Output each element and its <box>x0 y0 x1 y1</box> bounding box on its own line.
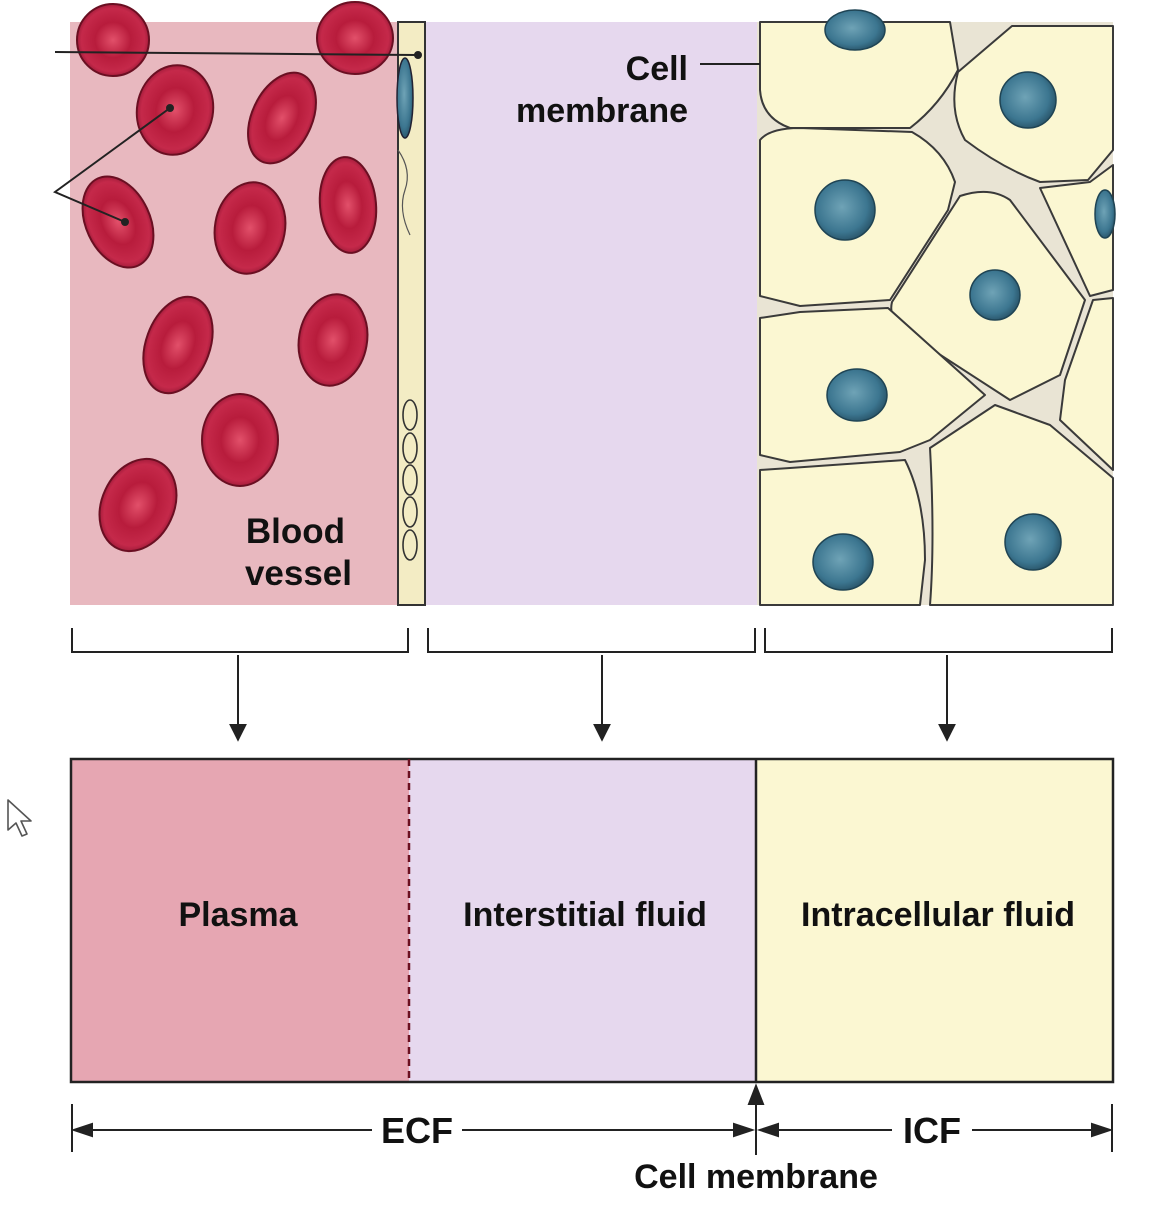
plasma-bracket <box>71 628 409 653</box>
rbc-leader <box>52 107 171 223</box>
tissue-cell <box>929 404 1114 606</box>
red-blood-cell <box>247 71 317 165</box>
red-blood-cell <box>142 295 214 395</box>
tissue-cell <box>759 21 959 129</box>
red-blood-cell <box>135 64 215 156</box>
red-blood-cell <box>316 1 394 75</box>
cell-nucleus <box>969 269 1021 321</box>
fluid-span-arrows <box>70 1083 1114 1155</box>
red-blood-cell <box>81 175 155 269</box>
compartment-brackets <box>71 628 1113 742</box>
blood-vessel-label-line1: Blood <box>246 512 345 551</box>
interstitial-fluid-label: Interstitial fluid <box>463 896 707 934</box>
endothelial-nucleus <box>396 57 414 139</box>
cell-membrane-bottom-label: Cell membrane <box>634 1158 878 1196</box>
red-blood-cell <box>213 181 287 275</box>
red-blood-cells <box>76 1 394 553</box>
red-blood-cell <box>318 156 378 254</box>
cell-membrane-label-line2: membrane <box>516 92 688 130</box>
icf-label: ICF <box>903 1110 961 1151</box>
red-blood-cell <box>201 393 279 487</box>
vessel-wall-leader <box>54 51 419 56</box>
leader-lines <box>52 51 760 226</box>
vessel-wall <box>396 21 426 606</box>
cell-membrane-label-line1: Cell <box>626 50 688 88</box>
cell-nuclei <box>812 9 1116 591</box>
interstitial-space <box>425 22 757 605</box>
red-blood-cell <box>76 3 150 77</box>
cell-nucleus <box>824 9 886 51</box>
cell-nucleus <box>812 533 874 591</box>
red-blood-cell <box>297 293 369 387</box>
tissue-cell <box>1059 297 1114 471</box>
mouse-pointer-icon <box>7 799 32 837</box>
tissue-illustration: Cell membrane Blood vessel <box>52 1 1116 606</box>
plasma-compartment <box>71 759 409 1082</box>
blood-vessel-label-line2: vessel <box>245 554 352 593</box>
tissue-cell <box>759 459 926 606</box>
intracellular-bracket <box>764 628 1113 653</box>
plasma-label: Plasma <box>178 896 298 934</box>
cell-nucleus <box>999 71 1057 129</box>
intracellular-compartment <box>756 759 1113 1082</box>
tissue-cells <box>759 21 1114 606</box>
cell-nucleus <box>1004 513 1062 571</box>
intracellular-fluid-label: Intracellular fluid <box>801 896 1075 934</box>
interstitial-compartment <box>409 759 756 1082</box>
interstitial-bracket <box>427 628 756 653</box>
cell-nucleus <box>1094 189 1116 239</box>
compartment-box: Plasma Interstitial fluid Intracellular … <box>69 757 1115 1084</box>
red-blood-cell <box>98 457 178 553</box>
cell-nucleus <box>826 368 888 422</box>
cell-nucleus <box>814 179 876 241</box>
ecf-label: ECF <box>381 1110 453 1151</box>
